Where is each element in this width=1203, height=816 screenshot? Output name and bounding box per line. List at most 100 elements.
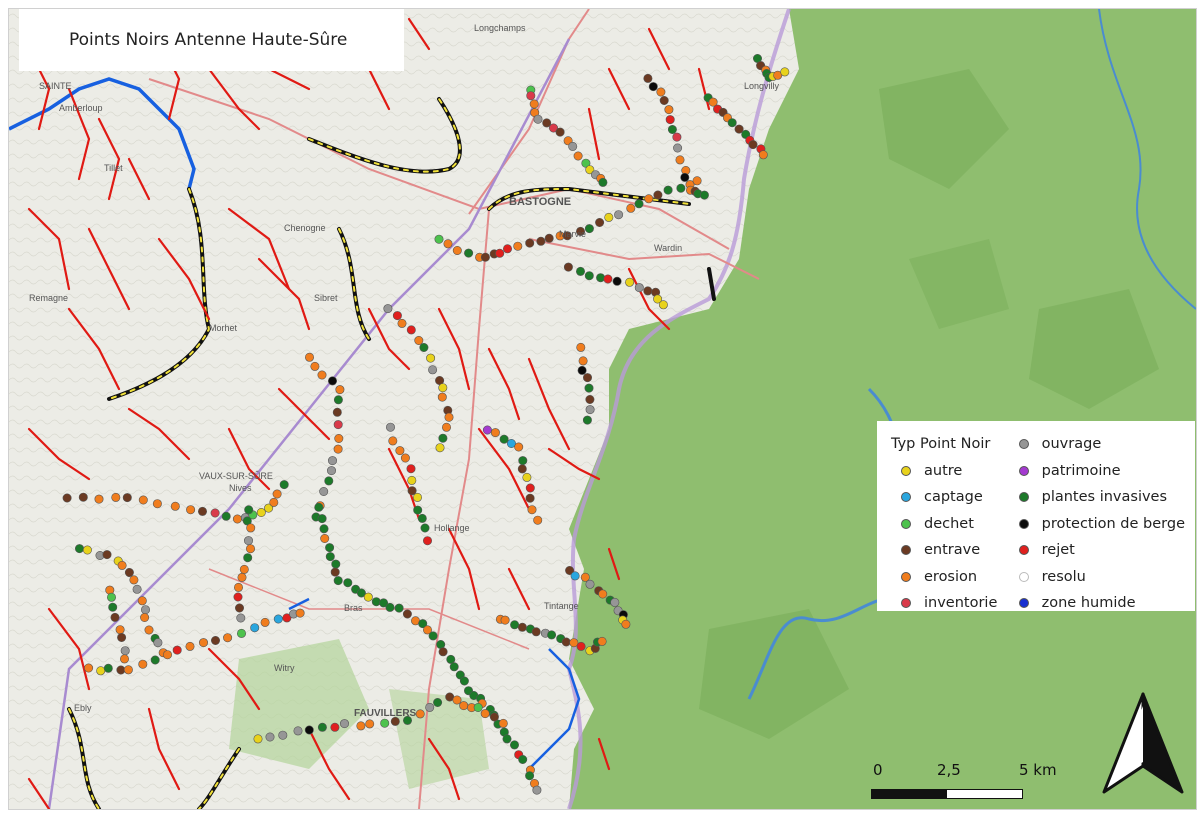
- point-marker: [363, 592, 373, 602]
- point-marker: [498, 718, 508, 728]
- legend-label: patrimoine: [1041, 462, 1121, 479]
- point-marker: [199, 638, 209, 648]
- point-marker: [610, 597, 620, 607]
- point-marker: [117, 560, 127, 570]
- legend-item-plantes-invasives: plantes invasives: [1018, 484, 1185, 511]
- point-marker: [327, 376, 337, 386]
- point-marker: [110, 612, 120, 622]
- point-marker: [253, 734, 263, 744]
- point-marker: [137, 596, 147, 606]
- point-marker: [402, 715, 412, 725]
- point-marker: [459, 676, 469, 686]
- point-marker: [260, 617, 270, 627]
- point-marker: [517, 622, 527, 632]
- point-marker: [334, 433, 344, 443]
- point-marker: [138, 495, 148, 505]
- point-marker: [75, 544, 85, 554]
- point-marker: [223, 633, 233, 643]
- point-marker: [279, 480, 289, 490]
- point-marker: [233, 592, 243, 602]
- point-marker: [569, 638, 579, 648]
- point-marker: [419, 342, 429, 352]
- point-marker: [659, 96, 669, 106]
- point-marker: [317, 722, 327, 732]
- point-marker: [96, 666, 106, 676]
- legend-label: autre: [924, 462, 963, 479]
- point-marker: [356, 588, 366, 598]
- point-marker: [643, 286, 653, 296]
- point-marker: [395, 446, 405, 456]
- point-marker: [464, 248, 474, 258]
- point-marker: [570, 571, 580, 581]
- point-marker: [452, 246, 462, 256]
- legend-symbol: [1018, 545, 1029, 556]
- point-marker: [658, 300, 668, 310]
- point-marker: [526, 91, 536, 101]
- legend-item-captage: captage: [891, 484, 1019, 511]
- point-marker: [186, 505, 196, 515]
- point-marker: [673, 143, 683, 153]
- place-label-wardin: Wardin: [654, 243, 682, 253]
- point-marker: [310, 361, 320, 371]
- point-marker: [144, 625, 154, 635]
- point-marker: [510, 620, 520, 630]
- point-marker: [506, 438, 516, 448]
- point-marker: [653, 190, 663, 200]
- legend-label: resolu: [1041, 568, 1086, 585]
- place-label-witry: Witry: [274, 663, 295, 673]
- point-marker: [124, 567, 134, 577]
- point-marker: [383, 304, 393, 314]
- point-marker: [577, 365, 587, 375]
- point-marker: [603, 274, 613, 284]
- legend-item-erosion: erosion: [891, 564, 1019, 591]
- point-marker: [210, 508, 220, 518]
- point-marker: [568, 141, 578, 151]
- legend-symbol: [1018, 465, 1029, 476]
- point-marker: [319, 486, 329, 496]
- legend-label: inventorie: [924, 595, 998, 612]
- point-marker: [141, 605, 151, 615]
- place-label-vaux: VAUX-SUR-SÛRE: [199, 471, 273, 481]
- point-marker: [428, 631, 438, 641]
- legend-item-protection-de-berge: protection de berge: [1018, 511, 1185, 538]
- point-marker: [665, 115, 675, 125]
- point-marker: [644, 194, 654, 204]
- point-marker: [667, 125, 677, 135]
- map-canvas[interactable]: BASTOGNE VAUX-SUR-SÛRE FAUVILLERS Longvi…: [9, 9, 1196, 809]
- point-marker: [170, 501, 180, 511]
- point-marker: [656, 87, 666, 97]
- point-markers: [62, 53, 790, 795]
- legend-label: rejet: [1041, 542, 1075, 559]
- point-marker: [107, 592, 117, 602]
- place-label-sainte: SAINTE: [39, 81, 72, 91]
- point-marker: [675, 155, 685, 165]
- place-label-nives: Nives: [229, 483, 252, 493]
- point-marker: [614, 210, 624, 220]
- point-marker: [435, 443, 445, 453]
- point-marker: [324, 476, 334, 486]
- point-marker: [325, 552, 335, 562]
- legend-item-rejet: rejet: [1018, 537, 1185, 564]
- point-marker: [343, 578, 353, 588]
- point-marker: [480, 252, 490, 262]
- point-marker: [397, 318, 407, 328]
- point-marker: [531, 627, 541, 637]
- point-marker: [272, 489, 282, 499]
- point-marker: [580, 572, 590, 582]
- point-marker: [269, 497, 279, 507]
- point-marker: [319, 524, 329, 534]
- legend-item-dechet: dechet: [891, 511, 1019, 538]
- point-marker: [575, 266, 585, 276]
- point-marker: [326, 466, 336, 476]
- point-marker: [459, 701, 469, 711]
- scale-label-2-5: 2,5: [937, 761, 961, 779]
- legend-item-ouvrage: ouvrage: [1018, 431, 1185, 458]
- dashed-streams: [67, 97, 716, 809]
- point-marker: [441, 422, 451, 432]
- point-marker: [544, 233, 554, 243]
- legend-item-zone-humide: zone humide: [1018, 590, 1185, 617]
- point-marker: [172, 645, 182, 655]
- point-marker: [394, 603, 404, 613]
- point-marker: [699, 190, 709, 200]
- point-marker: [562, 231, 572, 241]
